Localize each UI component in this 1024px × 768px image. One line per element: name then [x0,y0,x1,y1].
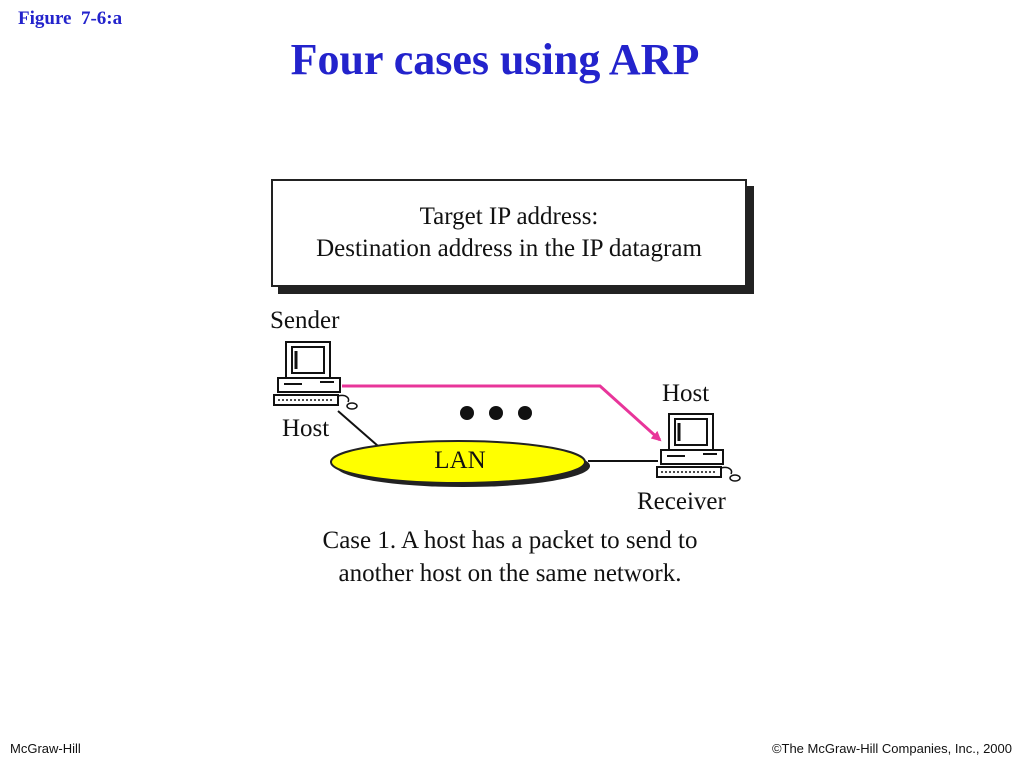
lan-label: LAN [434,447,486,474]
receiver-computer-icon [656,413,741,482]
target-address-box: Target IP address: Destination address i… [271,179,747,287]
caption-line1: Case 1. A host has a packet to send to [322,527,698,554]
slide-title: Four cases using ARP [290,35,700,84]
footer-publisher: McGraw-Hill [10,741,81,756]
sender-computer-icon [273,341,358,410]
sender-host-label: Host [282,415,330,442]
packet-path [342,384,662,442]
target-box-line1: Target IP address: [419,203,599,230]
sender-lan-link [337,410,379,447]
receiver-label: Receiver [637,488,726,515]
case-caption: Case 1. A host has a packet to send to a… [270,524,750,590]
figure-label: Figure 7-6:a [18,8,123,29]
target-box-line2: Destination address in the IP datagram [316,235,702,262]
lan-ellipse [330,440,586,484]
receiver-host-label: Host [662,380,710,407]
ellipsis-dots [460,406,532,420]
footer-copyright: ©The McGraw-Hill Companies, Inc., 2000 [771,741,1012,756]
sender-label: Sender [270,307,340,334]
caption-line2: another host on the same network. [338,560,682,587]
